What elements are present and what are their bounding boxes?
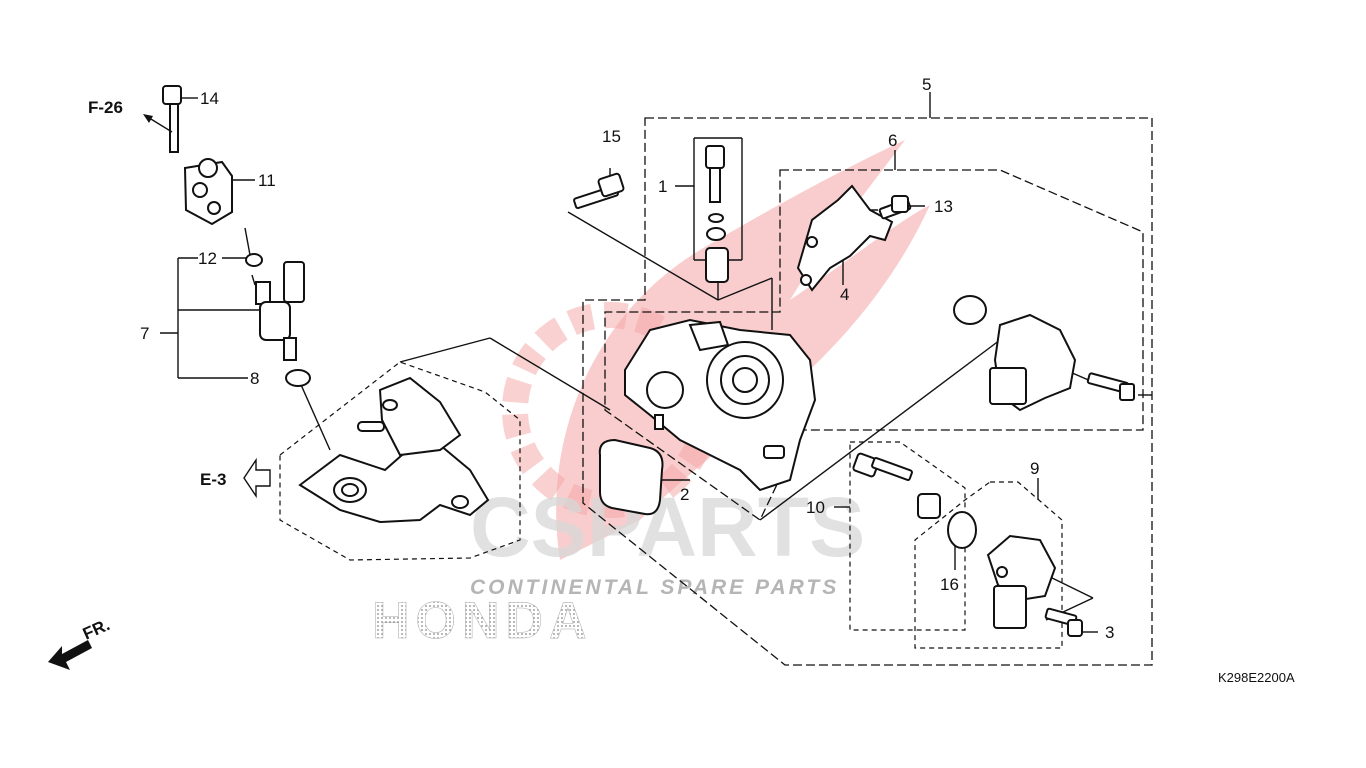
ref-f26-label: F-26 xyxy=(88,98,123,117)
bolt-15 xyxy=(573,172,625,210)
ref-e3-label: E-3 xyxy=(200,470,226,489)
o-ring-12 xyxy=(245,253,263,267)
front-direction: FR. xyxy=(48,615,113,670)
callout-8: 8 xyxy=(250,369,259,388)
sensor-9 xyxy=(986,534,1057,629)
bolt-3 xyxy=(1044,607,1083,637)
callout-15: 15 xyxy=(602,127,621,146)
callout-13: 13 xyxy=(934,197,953,216)
ref-e3-arrow-icon xyxy=(243,457,271,499)
callout-9: 9 xyxy=(1030,459,1039,478)
sensor-unit xyxy=(989,313,1135,412)
callout-1: 1 xyxy=(658,177,667,196)
plate-4 xyxy=(796,184,894,292)
callout-3: 3 xyxy=(1105,623,1114,642)
callouts: 1 2 3 4 5 6 7 8 9 10 11 12 13 14 15 16 xyxy=(140,75,1114,642)
o-ring-16 xyxy=(947,511,977,549)
callout-11: 11 xyxy=(258,171,276,190)
callout-12: 12 xyxy=(198,249,217,268)
seal-8 xyxy=(285,369,311,387)
spring xyxy=(917,493,941,519)
bolt-13 xyxy=(878,195,912,220)
screw-1 xyxy=(705,145,729,283)
assembly-outline-5 xyxy=(582,117,1153,666)
watermark-word: CSPARTS xyxy=(470,480,865,574)
callout-7: 7 xyxy=(140,324,149,343)
watermark-brand: HONDA xyxy=(372,592,593,650)
bolt-10 xyxy=(852,452,913,481)
callout-4: 4 xyxy=(840,285,849,304)
assembly-outline-9 xyxy=(914,481,1063,649)
gasket-2 xyxy=(598,438,664,516)
callout-10: 10 xyxy=(806,498,825,517)
watermark-tagline: CONTINENTAL SPARE PARTS xyxy=(470,576,839,599)
front-arrow-icon xyxy=(48,640,92,670)
assembly-outline-10 xyxy=(849,441,966,631)
callout-6: 6 xyxy=(888,131,897,150)
callout-14: 14 xyxy=(200,89,219,108)
front-label: FR. xyxy=(80,615,113,643)
ref-f26: F-26 xyxy=(88,98,173,133)
callout-5: 5 xyxy=(922,75,931,94)
ref-e3: E-3 xyxy=(200,457,271,499)
insulator-dashed-outline xyxy=(279,361,521,561)
callout-2: 2 xyxy=(680,485,689,504)
injector-7 xyxy=(255,261,305,361)
o-ring xyxy=(953,295,987,325)
throttle-body xyxy=(624,318,817,492)
diagram-code: K298E2200A xyxy=(1218,670,1295,685)
bracket-11 xyxy=(183,158,233,226)
callout-16: 16 xyxy=(940,575,959,594)
insulator xyxy=(298,376,490,524)
bolt-14 xyxy=(162,85,182,153)
